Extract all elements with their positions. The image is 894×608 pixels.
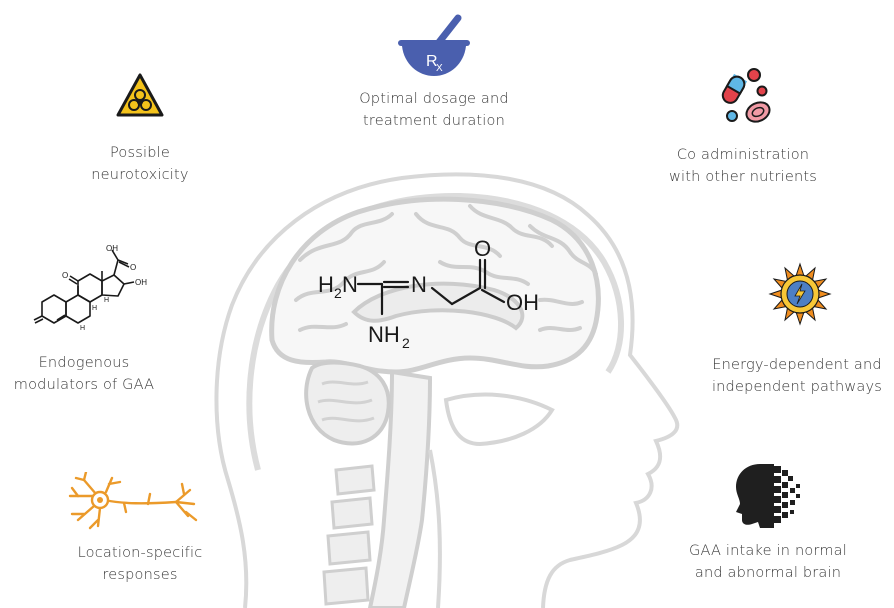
steroid-label-oh-ring: OH [135,278,147,287]
label-intake: GAA intake in normal and abnormal brain [670,540,866,584]
mol-imine-n: N [411,272,427,297]
label-location-line1: Location-specific [77,545,203,561]
steroid-label-h3: H [80,325,85,332]
corpus-callosum [351,281,525,331]
mol-hydroxyl: OH [506,290,539,315]
mol-nh2-n: NH [368,322,400,347]
label-energy-line2: independent pathways [711,379,883,395]
label-dosage: Optimal dosage and treatment duration [334,88,534,132]
sun-energy-icon [768,262,832,326]
label-intake-line2: and abnormal brain [694,565,842,581]
rx-letter: R [426,53,438,70]
airway [443,392,555,447]
label-energy-line1: Energy-dependent and [712,357,882,373]
brainstem [367,369,433,608]
label-coadmin: Co administration with other nutrients [650,144,836,188]
label-dosage-line2: treatment duration [363,113,505,129]
biohazard-warning-icon [116,73,164,117]
label-coadmin-line1: Co administration [676,147,810,163]
label-endogenous-line2: modulators of GAA [13,377,155,393]
label-neurotoxicity-line1: Possible [110,145,170,161]
mol-h2n-n: N [342,272,358,297]
skull-line [246,192,624,471]
pills-and-tablets-icon [721,68,771,123]
mol-nh2-sub: 2 [402,335,410,351]
mol-h2n-sub: 2 [334,285,342,301]
steroid-structure-icon: OH O OH O H H H [33,244,147,332]
steroid-label-o-side: O [130,263,136,272]
rx-sub: X [436,63,443,74]
label-energy: Energy-dependent and independent pathway… [700,354,894,398]
label-endogenous: Endogenous modulators of GAA [6,352,162,396]
pixelated-head-icon [736,464,800,528]
steroid-label-h2: H [104,297,109,304]
cerebellum-folds [317,380,375,423]
neuron-icon [68,472,198,530]
label-intake-line1: GAA intake in normal [689,543,847,559]
steroid-label-oh-top: OH [106,244,118,253]
vertebrae [322,464,376,606]
label-location: Location-specific responses [52,542,228,586]
mol-h2n-h: H [318,272,334,297]
steroid-label-o-ring: O [62,271,68,280]
gaa-molecule-structure: H 2 N N O OH NH 2 [318,236,539,351]
label-location-line2: responses [102,567,178,583]
label-coadmin-line2: with other nutrients [668,169,818,185]
mortar-pestle-rx-icon: R X [398,14,470,76]
label-neurotoxicity: Possible neurotoxicity [70,142,210,186]
mol-carbonyl-o: O [474,236,491,261]
label-neurotoxicity-line2: neurotoxicity [91,167,189,183]
steroid-label-h1: H [92,305,97,312]
label-endogenous-line1: Endogenous [38,355,130,371]
label-dosage-line1: Optimal dosage and [359,91,509,107]
head-outline [214,172,680,608]
throat [428,449,442,608]
